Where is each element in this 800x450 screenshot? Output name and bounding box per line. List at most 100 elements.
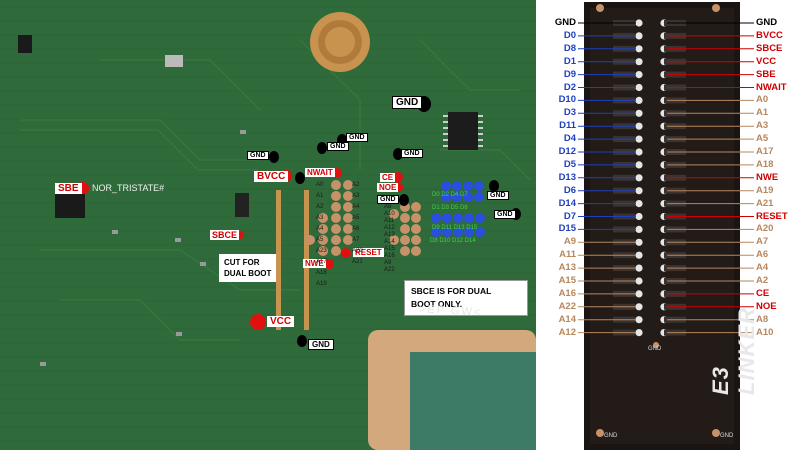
linker-pin (635, 212, 643, 221)
linker-pin-rows (578, 19, 754, 337)
linker-left-label: D2 (563, 81, 576, 93)
linker-left-label: A11 (559, 249, 576, 261)
pad-name: A6 (352, 226, 360, 232)
linker-left-label: A14 (558, 313, 576, 325)
linker-left-label: A15 (558, 275, 576, 286)
linker-left-label: D3 (563, 107, 576, 119)
linker-left-label: A16 (558, 287, 576, 299)
linker-left-label: D9 (563, 68, 576, 80)
linker-left-label: GND (554, 17, 576, 28)
linker-left-label: D15 (558, 223, 576, 235)
linker-right-label: NWE (756, 171, 779, 183)
gnd-label-c: GND (247, 151, 269, 160)
pad-name: A4 (352, 204, 360, 210)
data-pad-row3: D8 D10 D12 D14 (430, 238, 476, 244)
linker-right-label: A1 (756, 107, 769, 119)
gnd-label-vcc: GND (308, 339, 334, 350)
linker-pin (635, 122, 643, 130)
pad-name: A5 (316, 237, 324, 243)
linker-left-label: D7 (563, 210, 576, 222)
linker-left-label: A13 (558, 262, 576, 274)
pad-name: A8 (384, 204, 392, 210)
linker-right-label: A5 (756, 133, 769, 145)
vcc-label: VCC (267, 316, 295, 327)
pad-name: A11 (384, 218, 395, 224)
ce-label: CE (380, 173, 396, 182)
linker-right-label: RESET (756, 210, 788, 222)
pad-name: A23 (316, 248, 327, 254)
pad-name: A4 (316, 226, 324, 232)
linker-right-label: A8 (756, 313, 769, 325)
linker-right-label: A21 (756, 197, 774, 209)
linker-right-label: A3 (756, 120, 769, 132)
linker-right-label: A6 (756, 249, 769, 261)
linker-pin (635, 83, 643, 92)
linker-pin (635, 148, 643, 156)
linker-left-label: D12 (558, 146, 576, 157)
gnd-label-f: GND (494, 210, 516, 219)
linker-pin (635, 161, 643, 169)
pad-name: A3 (316, 215, 324, 221)
data-pad-row2: D9 D11 D13 D15 (432, 225, 478, 231)
linker-pin (635, 316, 643, 324)
linker-left-label: D11 (559, 120, 576, 132)
linker-right-label: A2 (756, 275, 769, 286)
pad-name: A20 (352, 248, 363, 254)
noe-label: NOE (377, 183, 399, 192)
dual-note-line1: SBCE IS FOR DUAL (411, 286, 492, 296)
linker-left-label: D5 (563, 158, 576, 170)
linker-left-label: D0 (563, 29, 576, 41)
linker-right-label: A20 (756, 223, 774, 235)
linker-pin (635, 290, 643, 298)
nwait-label: NWAIT (305, 168, 335, 177)
gnd-pads (269, 96, 521, 347)
linker-pin (635, 303, 643, 311)
linker-pin (635, 19, 643, 27)
pad-name: A17 (316, 259, 327, 265)
pad-name: A22 (384, 267, 395, 273)
sbce-label: SBCE (210, 230, 240, 240)
linker-right-label: A17 (756, 146, 774, 157)
reset-label: RESET (353, 248, 384, 257)
linker-title: E3 LINKER (708, 307, 759, 395)
linker-left-label: D4 (563, 133, 576, 145)
linker-pin (635, 277, 643, 285)
pcb-artwork (0, 0, 536, 450)
gnd-label-g: GND (377, 195, 399, 204)
pad-name: A2 (316, 204, 324, 210)
linker-pin (635, 329, 643, 337)
linker-pin (635, 45, 643, 53)
linker-left-label: D8 (563, 42, 576, 54)
pad-name: A19 (316, 281, 327, 287)
linker-pin (635, 58, 643, 66)
linker-right-label: NOE (756, 300, 777, 312)
pad-name: A13 (384, 232, 395, 238)
gnd-label-a: GND (346, 133, 368, 142)
linker-right-label: A7 (756, 236, 769, 248)
data-pad-row1: D1 D3 D5 D6 (432, 205, 468, 211)
linker-right-label: A10 (756, 326, 774, 338)
cut-note-line2: DUAL BOOT (224, 269, 272, 278)
pad-name: A14 (384, 239, 395, 245)
pad-name: A15 (384, 246, 395, 252)
pad-name: A1 (316, 193, 324, 199)
cut-note-line1: CUT FOR (224, 258, 260, 267)
pad-name: A0 (316, 182, 324, 188)
pad-name: A16 (384, 253, 395, 259)
data-pads (431, 181, 485, 237)
linker-pin (635, 174, 643, 182)
linker-right-label: NWAIT (756, 81, 787, 93)
linker-pin (635, 109, 643, 117)
nor-tristate-label: NOR_TRISTATE# (92, 183, 165, 193)
address-pads-center (389, 202, 421, 256)
pad-name: A5 (352, 215, 360, 221)
pcb-board: GND GND GND GND GND GND GND GND GND SBE … (0, 0, 536, 450)
linker-right-label: SBE (756, 68, 776, 80)
linker-left-label: A12 (558, 326, 576, 338)
linker-left-label: D14 (558, 197, 576, 209)
gnd-label-b: GND (327, 142, 349, 151)
linker-pin (635, 96, 643, 104)
dual-note-line2: BOOT ONLY. (411, 299, 463, 309)
linker-right-label: A19 (756, 184, 774, 196)
